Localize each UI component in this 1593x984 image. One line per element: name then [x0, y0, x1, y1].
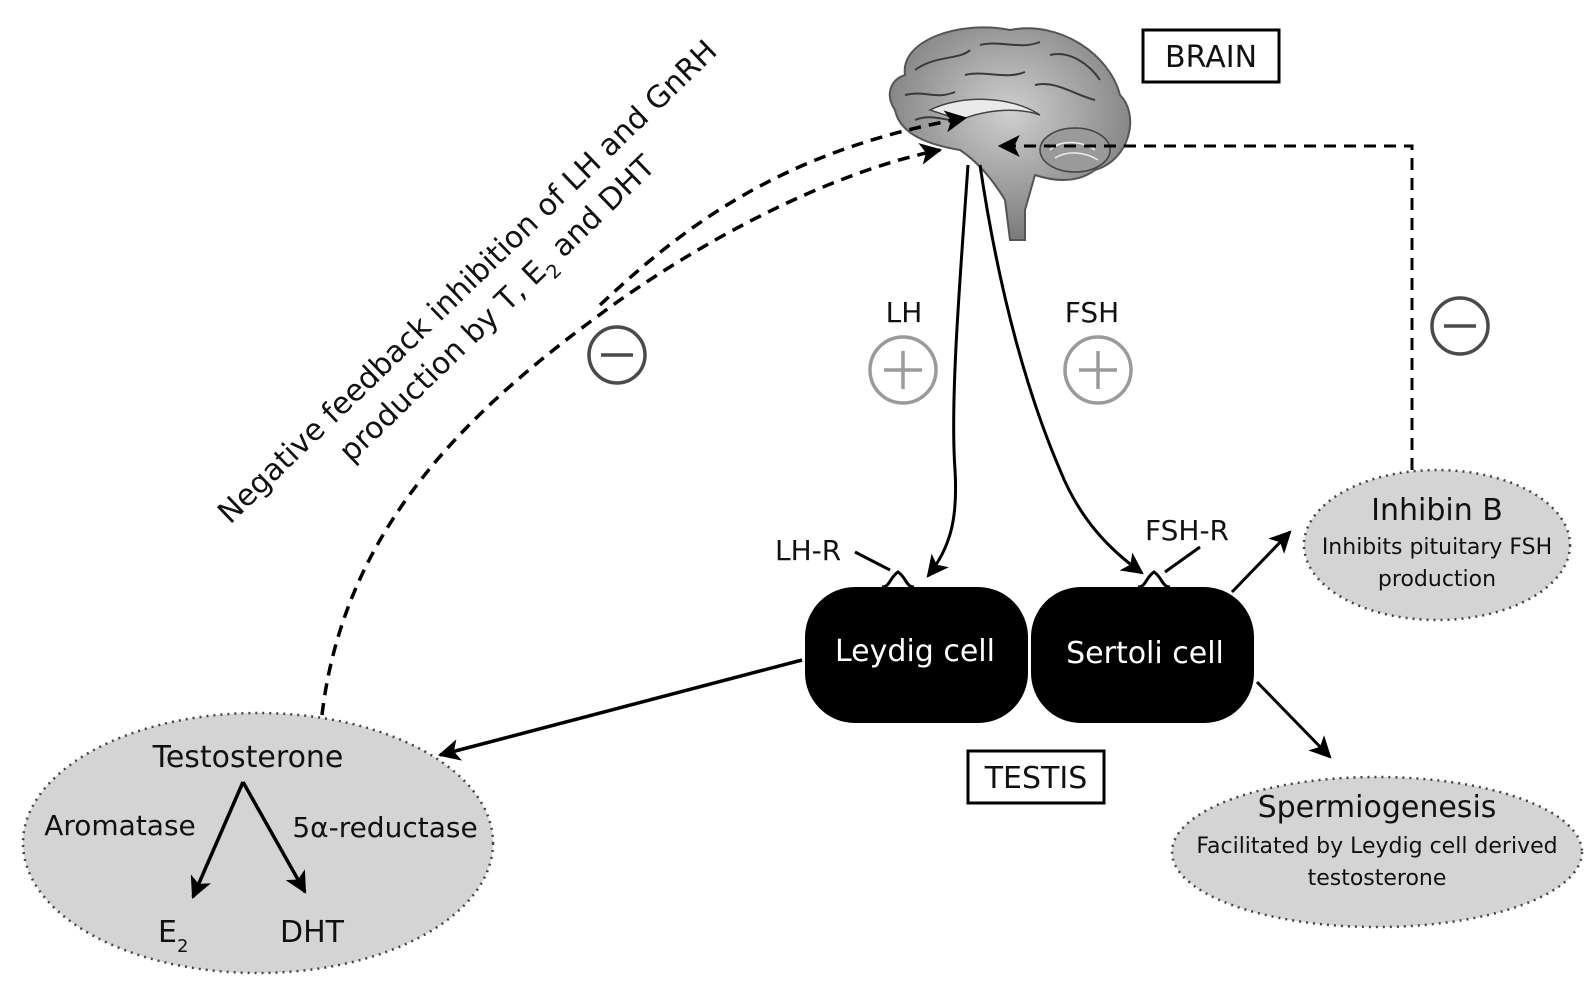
inhibin-b-desc-line1: Inhibits pituitary FSH — [1322, 535, 1552, 560]
dht-label: DHT — [280, 915, 345, 950]
aromatase-label: Aromatase — [44, 809, 196, 842]
inhibin-minus-icon — [1430, 296, 1490, 356]
feedback-arrow-upper — [598, 110, 968, 307]
lh-receptor-label: LH-R — [775, 534, 841, 567]
lh-receptor-icon — [881, 570, 915, 589]
brain-label: BRAIN — [1165, 40, 1257, 75]
sertoli-to-spermiogenesis-arrow — [1255, 680, 1332, 759]
sertoli-cell-label: Sertoli cell — [1066, 636, 1224, 671]
aromatase-arrow — [190, 781, 245, 900]
lh-stimulation-plus-icon — [868, 335, 938, 405]
testosterone-bubble — [21, 711, 495, 975]
fsh-receptor-pointer — [1164, 545, 1201, 574]
e2-label: E2 — [158, 915, 188, 957]
lh-receptor-pointer — [854, 550, 891, 572]
leydig-to-testosterone-arrow — [437, 658, 803, 761]
leydig-cell — [805, 587, 1028, 723]
feedback-label: Negative feedback inhibition of LH and G… — [211, 34, 724, 531]
brain-sagittal-section-icon — [888, 26, 1132, 241]
leydig-cell-label: Leydig cell — [835, 634, 995, 669]
sertoli-cell — [1031, 587, 1254, 723]
inhibin-feedback-arrow — [997, 135, 1414, 470]
feedback-minus-icon — [587, 325, 647, 385]
testosterone-title: Testosterone — [152, 740, 344, 775]
fsh-arrow — [978, 164, 1144, 575]
fsh-receptor-icon — [1137, 570, 1171, 589]
fsh-label: FSH — [1065, 296, 1119, 329]
reductase-arrow — [241, 781, 307, 894]
inhibin-b-title: Inhibin B — [1371, 493, 1503, 528]
fsh-receptor-label: FSH-R — [1145, 514, 1229, 547]
reductase-label: 5α-reductase — [292, 811, 477, 844]
testis-label-box — [966, 749, 1106, 805]
brain-label-box — [1141, 28, 1281, 84]
feedback-arrow-lower — [320, 143, 943, 716]
spermiogenesis-bubble — [1170, 775, 1584, 929]
testis-label: TESTIS — [984, 761, 1088, 796]
feedback-label-line2: production by T, E2 and DHT — [333, 148, 668, 473]
spermiogenesis-desc-line1: Facilitated by Leydig cell derived — [1196, 834, 1557, 859]
spermiogenesis-desc-line2: testosterone — [1308, 866, 1447, 891]
spermiogenesis-title: Spermiogenesis — [1258, 790, 1497, 825]
sertoli-to-inhibin-arrow — [1230, 530, 1292, 594]
inhibin-b-bubble — [1302, 468, 1572, 622]
lh-arrow — [926, 164, 970, 578]
lh-label: LH — [886, 296, 923, 329]
inhibin-b-desc-line2: production — [1378, 567, 1496, 592]
fsh-stimulation-plus-icon — [1063, 335, 1133, 405]
